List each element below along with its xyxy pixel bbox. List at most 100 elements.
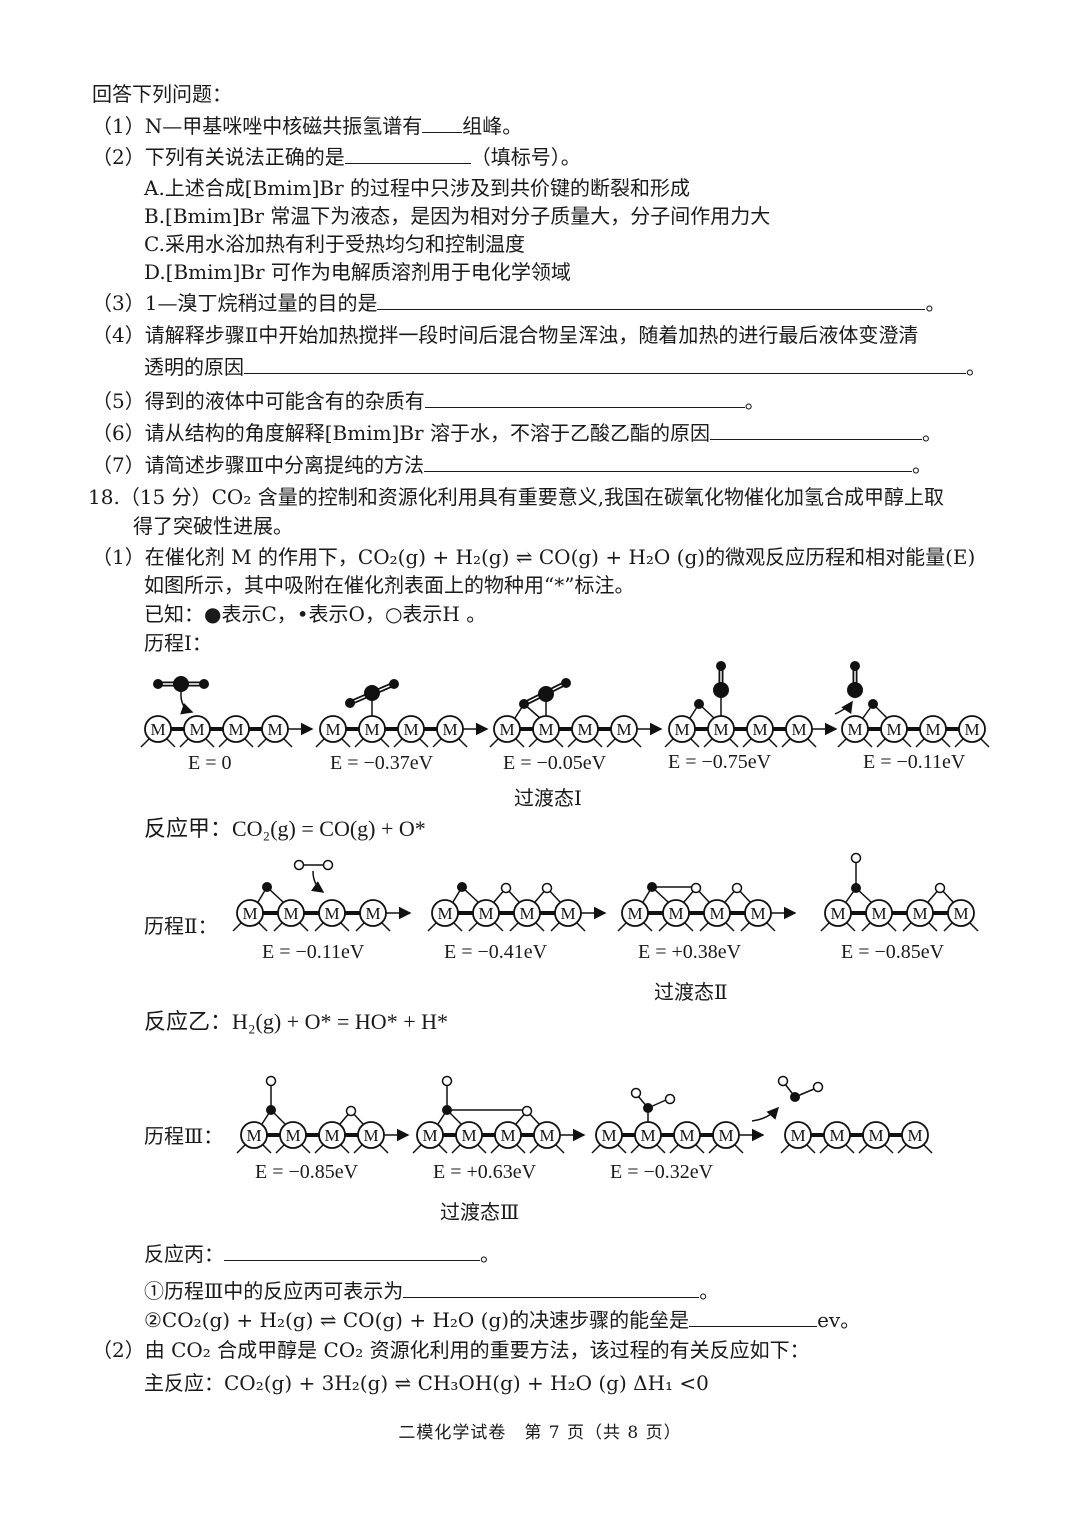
q17-4-line1: （4）请解释步骤Ⅱ中开始加热搅拌一段时间后混合物呈浑浊，随着加热的进行最后液体变… — [92, 323, 918, 347]
process1-state2 — [315, 679, 489, 748]
process3-state3 — [591, 1087, 765, 1154]
sub-question-1-tail: 。 — [699, 1279, 720, 1303]
sub-question-1: ①历程Ⅲ中的反应丙可表示为 。 — [144, 1279, 719, 1303]
q17-2-tail: （填标号）。 — [470, 145, 581, 169]
transition-state-3-label: 过渡态Ⅲ — [440, 1200, 520, 1224]
q18-1-num: （1） — [92, 545, 145, 569]
sub-question-2-tail: ev。 — [817, 1308, 861, 1332]
process1-energy-5: E = −0.11eV — [863, 751, 966, 773]
q18-1-line2: 如图所示，其中吸附在催化剂表面上的物种用“*”标注。 — [144, 573, 635, 597]
q17-4-num: （4） — [92, 323, 145, 347]
process1-label: 历程Ⅰ： — [144, 631, 212, 655]
q17-3: （3）1—溴丁烷稍过量的目的是 。 — [92, 291, 945, 315]
q17-2-text: 下列有关说法正确的是 — [144, 145, 345, 169]
process1-energy-4: E = −0.75eV — [668, 751, 772, 773]
q17-3-tail: 。 — [925, 291, 946, 315]
q17-5-num: （5） — [92, 389, 145, 413]
process2-energy-3: E = +0.38eV — [638, 941, 742, 963]
q17-3-text: 1—溴丁烷稍过量的目的是 — [144, 291, 378, 315]
q17-6-answer-blank[interactable] — [709, 421, 922, 440]
process3-state4 — [751, 1075, 933, 1154]
process1-energy-1: E = 0 — [188, 752, 232, 774]
q17-2: （2）下列有关说法正确的是 （填标号）。 — [92, 145, 581, 169]
q17-5-tail: 。 — [744, 389, 765, 413]
q17-1: （1）N—甲基咪唑中核磁共振氢谱有 组峰。 — [92, 114, 522, 138]
reaction-c-tail: 。 — [480, 1242, 500, 1266]
q17-4-answer-blank[interactable] — [244, 355, 966, 374]
process3-energy-2: E = +0.63eV — [433, 1161, 537, 1183]
process2-energy-4: E = −0.85eV — [841, 941, 945, 963]
q18-score: （15 分） — [119, 485, 212, 509]
process1-state5 — [834, 661, 990, 748]
main-reaction-equation: 主反应：CO₂(g) + 3H₂(g) ⇌ CH₃OH(g) + H₂O (g)… — [144, 1371, 709, 1395]
q18-header: 18.（15 分）CO₂ 含量的控制和资源化利用具有重要意义,我国在碳氧化物催化… — [88, 485, 944, 509]
sub-question-2-answer-blank[interactable] — [689, 1308, 818, 1327]
q17-2-num: （2） — [92, 145, 145, 169]
q17-1-answer-blank[interactable] — [422, 114, 463, 133]
q17-6-tail: 。 — [921, 421, 942, 445]
process1-energy-3: E = −0.05eV — [503, 752, 607, 774]
process2-state4 — [820, 852, 979, 932]
reaction-c-line: 反应丙： 。 — [144, 1242, 500, 1266]
q17-6-num: （6） — [92, 421, 145, 445]
q17-1-num: （1） — [92, 114, 145, 138]
process3-state1 — [236, 1075, 410, 1154]
process3-state2-transition — [412, 1075, 586, 1154]
intro-text: 回答下列问题： — [92, 82, 232, 106]
q17-5-answer-blank[interactable] — [424, 389, 745, 408]
atom-legend: 已知：●表示C，•表示O，○表示H 。 — [144, 602, 487, 626]
reaction-c-answer-blank[interactable] — [224, 1242, 480, 1261]
process2-state3-transition — [617, 882, 797, 932]
q17-2-option-a: A.上述合成[Bmim]Br 的过程中只涉及到共价键的断裂和形成 — [144, 176, 691, 200]
q18-intro-line2: 得了突破性进展。 — [133, 514, 293, 538]
sub-question-1-text: ①历程Ⅲ中的反应丙可表示为 — [144, 1279, 404, 1303]
sub-question-2: ②CO₂(g) + H₂(g) ⇌ CO(g) + H₂O (g)的决速步骤的能… — [144, 1308, 860, 1332]
process3-label: 历程Ⅲ： — [144, 1124, 224, 1148]
q18-1-line1: （1）在催化剂 M 的作用下，CO₂(g) + H₂(g) ⇌ CO(g) + … — [92, 545, 975, 569]
page-footer: 二模化学试卷 第 7 页（共 8 页） — [398, 1423, 682, 1443]
transition-state-2-label: 过渡态Ⅱ — [654, 980, 728, 1004]
reaction-b-equation: 反应乙：H₂(g) + O* = HO* + H* — [144, 1009, 448, 1034]
q17-4-line2: 透明的原因 。 — [144, 355, 986, 379]
q17-1-tail: 组峰。 — [462, 114, 523, 138]
process2-state2 — [427, 882, 607, 932]
q17-2-option-c: C.采用水浴加热有利于受热均匀和控制温度 — [144, 232, 525, 256]
sub-question-1-answer-blank[interactable] — [403, 1279, 700, 1298]
q17-6-text: 请从结构的角度解释[Bmim]Br 溶于水，不溶于乙酸乙酯的原因 — [144, 421, 710, 445]
q18-2-line1: （2）由 CO₂ 合成甲醇是 CO₂ 资源化利用的重要方法，该过程的有关反应如下… — [92, 1338, 810, 1362]
q17-7-tail: 。 — [912, 453, 933, 477]
process1-state3-transition — [489, 678, 663, 748]
q17-2-option-b: B.[Bmim]Br 常温下为液态，是因为相对分子质量大，分子间作用力大 — [144, 204, 771, 228]
process2-energy-2: E = −0.41eV — [444, 941, 548, 963]
sub-question-2-text: ②CO₂(g) + H₂(g) ⇌ CO(g) + H₂O (g)的决速步骤的能… — [144, 1308, 690, 1332]
transition-state-1-label: 过渡态I — [514, 786, 582, 810]
process2-energy-1: E = −0.11eV — [262, 941, 365, 963]
process1-state1 — [140, 676, 314, 748]
q18-number: 18. — [88, 485, 120, 509]
q17-5: （5）得到的液体中可能含有的杂质有 。 — [92, 389, 765, 413]
reaction-c-label: 反应丙： — [144, 1242, 224, 1266]
q17-5-text: 得到的液体中可能含有的杂质有 — [144, 389, 425, 413]
q17-7: （7）请简述步骤Ⅲ中分离提纯的方法 。 — [92, 453, 932, 477]
q18-2-text: 由 CO₂ 合成甲醇是 CO₂ 资源化利用的重要方法，该过程的有关反应如下： — [144, 1338, 810, 1362]
q17-4-text: 请解释步骤Ⅱ中开始加热搅拌一段时间后混合物呈浑浊，随着加热的进行最后液体变澄清 — [144, 323, 919, 347]
process3-energy-1: E = −0.85eV — [255, 1161, 359, 1183]
q17-2-answer-blank[interactable] — [344, 145, 471, 164]
q17-4-text2: 透明的原因 — [144, 355, 244, 379]
process1-energy-2: E = −0.37eV — [330, 752, 434, 774]
q18-1-text: 在催化剂 M 的作用下，CO₂(g) + H₂(g) ⇌ CO(g) + H₂O… — [144, 545, 976, 569]
q17-3-num: （3） — [92, 291, 145, 315]
q17-4-tail: 。 — [966, 355, 986, 379]
q17-7-num: （7） — [92, 453, 145, 477]
q17-6: （6）请从结构的角度解释[Bmim]Br 溶于水，不溶于乙酸乙酯的原因 。 — [92, 421, 942, 445]
process2-label: 历程Ⅱ： — [144, 914, 218, 938]
reaction-a-equation: 反应甲：CO₂(g) = CO(g) + O* — [144, 816, 426, 841]
q17-1-text: N—甲基咪唑中核磁共振氢谱有 — [144, 114, 423, 138]
q18-intro-line1: CO₂ 含量的控制和资源化利用具有重要意义,我国在碳氧化物催化加氢合成甲醇上取 — [211, 485, 945, 509]
q17-3-answer-blank[interactable] — [377, 291, 926, 310]
q17-7-answer-blank[interactable] — [424, 453, 913, 472]
q18-2-num: （2） — [92, 1338, 145, 1362]
q17-7-text: 请简述步骤Ⅲ中分离提纯的方法 — [144, 453, 425, 477]
process1-state4 — [664, 661, 838, 748]
